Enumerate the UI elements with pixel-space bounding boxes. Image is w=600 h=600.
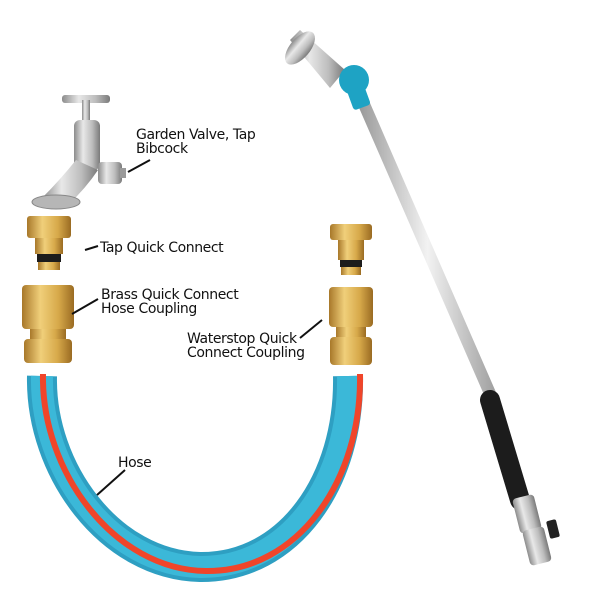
waterstop-quick-connect-part	[329, 224, 373, 365]
watering-wand	[285, 30, 560, 566]
label-garden-valve: Garden Valve, Tap Bibcock	[136, 127, 256, 157]
tap-quick-connect-part	[27, 216, 71, 270]
label-valve-line2: Bibcock	[136, 141, 188, 157]
label-waterstop-line1: Waterstop Quick	[187, 331, 297, 347]
brass-hose-coupling-part	[22, 285, 74, 363]
label-hose: Hose	[118, 455, 152, 471]
label-waterstop-line2: Connect Coupling	[187, 345, 305, 361]
hose-part	[26, 373, 364, 583]
label-tap-quick-connect: Tap Quick Connect	[100, 240, 224, 256]
label-brass-coupling: Brass Quick Connect Hose Coupling	[101, 287, 239, 317]
label-brass-line2: Hose Coupling	[101, 301, 197, 317]
label-valve-line1: Garden Valve, Tap	[136, 127, 256, 143]
label-brass-line1: Brass Quick Connect	[101, 287, 239, 303]
leader-lines	[71, 159, 323, 496]
label-waterstop-coupling: Waterstop Quick Connect Coupling	[187, 332, 305, 360]
garden-valve-tap	[31, 95, 126, 210]
